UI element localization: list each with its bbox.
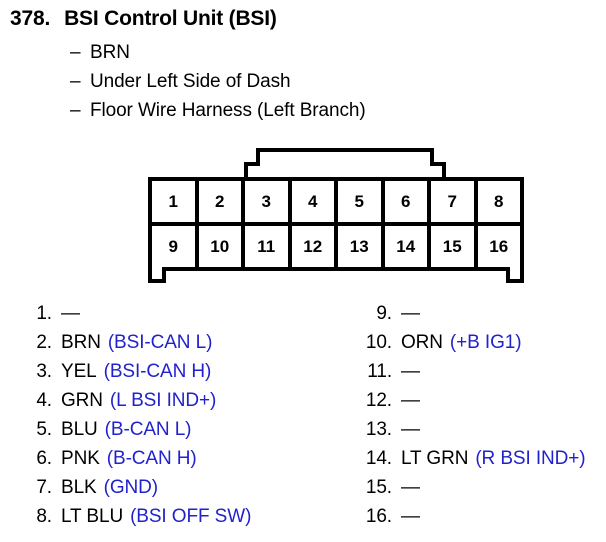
- pin-entry-wire-color: GRN: [61, 390, 103, 411]
- pin-entry-wire-color: BLU: [61, 419, 98, 440]
- pin-entry-circuit-name: (GND): [103, 477, 159, 498]
- pin-entry-5: 5. BLU (B-CAN L): [18, 419, 251, 448]
- pin-entry-circuit-name: (R BSI IND+): [475, 448, 586, 469]
- pin-entry-number: 3.: [36, 361, 52, 382]
- pin-entry-number: 10.: [365, 332, 392, 353]
- pin-cell-11: 11: [245, 226, 292, 267]
- pin-cell-1: 1: [152, 181, 199, 222]
- pin-cell-8: 8: [494, 192, 504, 211]
- pin-entry-wire-color: PNK: [61, 448, 100, 469]
- pin-cell-4: 4: [292, 181, 338, 222]
- detail-line-wire-color: –BRN: [70, 42, 130, 64]
- pin-entry-number: 13.: [365, 419, 392, 440]
- connector-foot-left-joint: [152, 265, 162, 271]
- pin-entry-wire-color: LT GRN: [401, 448, 469, 469]
- detail-line-text: Under Left Side of Dash: [90, 71, 291, 92]
- dash-bullet-icon: –: [70, 42, 81, 63]
- pin-entry-13: 13. —: [358, 419, 586, 448]
- pin-entry-empty-marker: —: [401, 303, 420, 324]
- pin-cell-5: 5: [338, 181, 385, 222]
- pin-entry-empty-marker: —: [401, 477, 420, 498]
- pin-entry-number: 7.: [36, 477, 52, 498]
- pin-cell-10: 10: [199, 226, 245, 267]
- pin-entry-wire-color: BLK: [61, 477, 97, 498]
- pin-entry-16: 16. —: [358, 506, 586, 535]
- connector-foot-right-joint: [510, 265, 520, 271]
- pin-entry-empty-marker: —: [401, 506, 420, 527]
- pin-list-column-left: 1. — 2. BRN (BSI-CAN L) 3. YEL (BSI-CAN H) 4. GRN…: [18, 303, 251, 535]
- pin-entry-number: 11.: [367, 361, 392, 382]
- pin-cell-12: 12: [292, 226, 338, 267]
- pin-entry-6: 6. PNK (B-CAN H): [18, 448, 251, 477]
- pin-entry-circuit-name: (B-CAN H): [106, 448, 197, 469]
- dash-bullet-icon: –: [70, 71, 81, 92]
- entry-number: 378.: [10, 7, 51, 30]
- pin-cell-16: 16: [489, 237, 509, 256]
- pin-entry-wire-color: LT BLU: [61, 506, 124, 527]
- pin-cell-2: 2: [199, 181, 245, 222]
- pin-entry-number: 1.: [36, 303, 52, 324]
- pin-cell-13: 13: [338, 226, 385, 267]
- connector-pin-row-top: 1 2 3 4 5 6 7 8: [152, 181, 520, 226]
- detail-line-text: BRN: [90, 42, 130, 63]
- pin-entry-11: 11. —: [358, 361, 586, 390]
- pin-entry-wire-color: ORN: [401, 332, 443, 353]
- connector-pin-grid: 1 2 3 4 5 6 7 8 9 10 11 12 13 14 15 16: [148, 177, 524, 271]
- dash-bullet-icon: –: [70, 100, 81, 121]
- connector-foot-right: [506, 267, 524, 283]
- pin-entry-number: 4.: [36, 390, 52, 411]
- pin-entry-9: 9. —: [358, 303, 586, 332]
- pin-cell-3: 3: [245, 181, 292, 222]
- connector-foot-left: [148, 267, 166, 283]
- pin-entry-circuit-name: (B-CAN L): [104, 419, 192, 440]
- pin-entry-number: 12.: [365, 390, 392, 411]
- pin-entry-4: 4. GRN (L BSI IND+): [18, 390, 251, 419]
- detail-line-location: –Under Left Side of Dash: [70, 71, 291, 93]
- pin-entry-number: 15.: [365, 477, 392, 498]
- detail-line-harness: –Floor Wire Harness (Left Branch): [70, 100, 366, 122]
- pin-entry-3: 3. YEL (BSI-CAN H): [18, 361, 251, 390]
- pin-entry-wire-color: BRN: [61, 332, 101, 353]
- pin-cell-9: 9: [152, 226, 199, 267]
- pin-entry-number: 8.: [36, 506, 52, 527]
- pin-entry-circuit-name: (BSI-CAN H): [103, 361, 212, 382]
- pin-cell-7: 7: [431, 181, 478, 222]
- pin-entry-2: 2. BRN (BSI-CAN L): [18, 332, 251, 361]
- pin-entry-empty-marker: —: [61, 303, 80, 324]
- detail-line-text: Floor Wire Harness (Left Branch): [90, 100, 366, 121]
- page-title: 378. BSI Control Unit (BSI): [10, 7, 277, 31]
- pin-cell-6: 6: [385, 181, 431, 222]
- connector-latch-tab-joint: [260, 160, 430, 166]
- pin-entry-wire-color: YEL: [61, 361, 97, 382]
- pin-entry-empty-marker: —: [401, 361, 420, 382]
- pin-entry-number: 5.: [36, 419, 52, 440]
- pin-entry-1: 1. —: [18, 303, 251, 332]
- pin-entry-circuit-name: (BSI OFF SW): [130, 506, 252, 527]
- pin-entry-empty-marker: —: [401, 419, 420, 440]
- pin-cell-15: 15: [431, 226, 478, 267]
- pin-entry-7: 7. BLK (GND): [18, 477, 251, 506]
- pin-entry-14: 14. LT GRN (R BSI IND+): [358, 448, 586, 477]
- pin-list-column-right: 9. — 10. ORN (+B IG1) 11. — 12. — 13. — 14. LT GRN (R…: [358, 303, 586, 535]
- pin-entry-8: 8. LT BLU (BSI OFF SW): [18, 506, 251, 535]
- pin-entry-empty-marker: —: [401, 390, 420, 411]
- pin-entry-number: 9.: [376, 303, 392, 324]
- pin-entry-circuit-name: (L BSI IND+): [109, 390, 217, 411]
- entry-title: BSI Control Unit (BSI): [64, 7, 277, 30]
- pin-entry-number: 2.: [36, 332, 52, 353]
- connector-diagram: 1 2 3 4 5 6 7 8 9 10 11 12 13 14 15 16: [146, 148, 526, 288]
- pin-entry-circuit-name: (+B IG1): [449, 332, 522, 353]
- connector-latch-tab-outer: [256, 148, 434, 166]
- pin-entry-number: 6.: [36, 448, 52, 469]
- pin-entry-15: 15. —: [358, 477, 586, 506]
- pin-entry-number: 14.: [365, 448, 392, 469]
- pin-cell-14: 14: [385, 226, 431, 267]
- pin-entry-circuit-name: (BSI-CAN L): [107, 332, 213, 353]
- pin-entry-12: 12. —: [358, 390, 586, 419]
- pin-entry-10: 10. ORN (+B IG1): [358, 332, 586, 361]
- connector-pin-row-bottom: 9 10 11 12 13 14 15 16: [152, 226, 520, 267]
- pin-entry-number: 16.: [365, 506, 392, 527]
- connector-body: 1 2 3 4 5 6 7 8 9 10 11 12 13 14 15 16: [148, 177, 524, 283]
